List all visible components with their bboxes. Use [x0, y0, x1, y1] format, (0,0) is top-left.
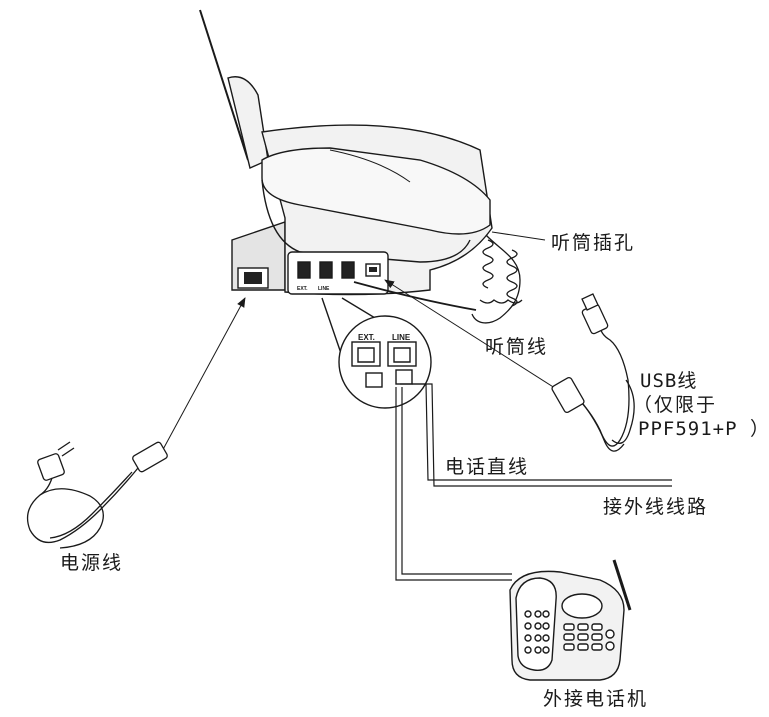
handset-cord-label: 听筒线 [485, 336, 549, 358]
power-cord [26, 297, 246, 549]
fax-machine [199, 9, 493, 296]
ac-plug-icon [37, 453, 65, 481]
extension-phone-label: 外接电话机 [543, 688, 649, 710]
ext-port-icon [297, 261, 311, 279]
rear-flap [227, 76, 269, 169]
usb-cable [384, 279, 635, 452]
usb-connector-b-icon [551, 376, 585, 414]
power-plug-connector-icon [132, 441, 168, 473]
usb-cable-label: USB线 [640, 370, 698, 392]
handset-jack-label: 听筒插孔 [551, 232, 636, 254]
line-port-icon [319, 261, 333, 279]
ext-port-label-small: EXT. [297, 286, 308, 292]
handset [261, 147, 491, 235]
speaker-icon [561, 593, 603, 619]
extension-phone [509, 559, 632, 681]
ext-port-label-zoom: EXT. [358, 333, 375, 342]
ext-plug-icon [365, 372, 383, 388]
coiled-handset-cord [353, 231, 546, 324]
line-plug-icon [395, 369, 413, 385]
handset-port-icon [341, 261, 355, 279]
extension-cable [395, 387, 512, 581]
usb-model-label: PPF591+P ） [638, 418, 769, 440]
phone-line-cable [400, 383, 672, 487]
handset-cord-line [353, 281, 477, 311]
phone-line-label: 电话直线 [445, 456, 530, 478]
usb-note-label: （仅限于 [633, 394, 718, 416]
line-port-label-small: LINE [318, 286, 330, 292]
outside-line-label: 接外线线路 [603, 496, 709, 518]
port-zoom-circle [321, 297, 432, 409]
usb-connector-a-icon [581, 303, 609, 335]
antenna-icon [612, 559, 632, 611]
keypad [524, 610, 615, 654]
paper-support-icon [199, 9, 249, 161]
line-port-label-zoom: LINE [392, 333, 411, 342]
power-cord-label: 电源线 [60, 552, 124, 574]
